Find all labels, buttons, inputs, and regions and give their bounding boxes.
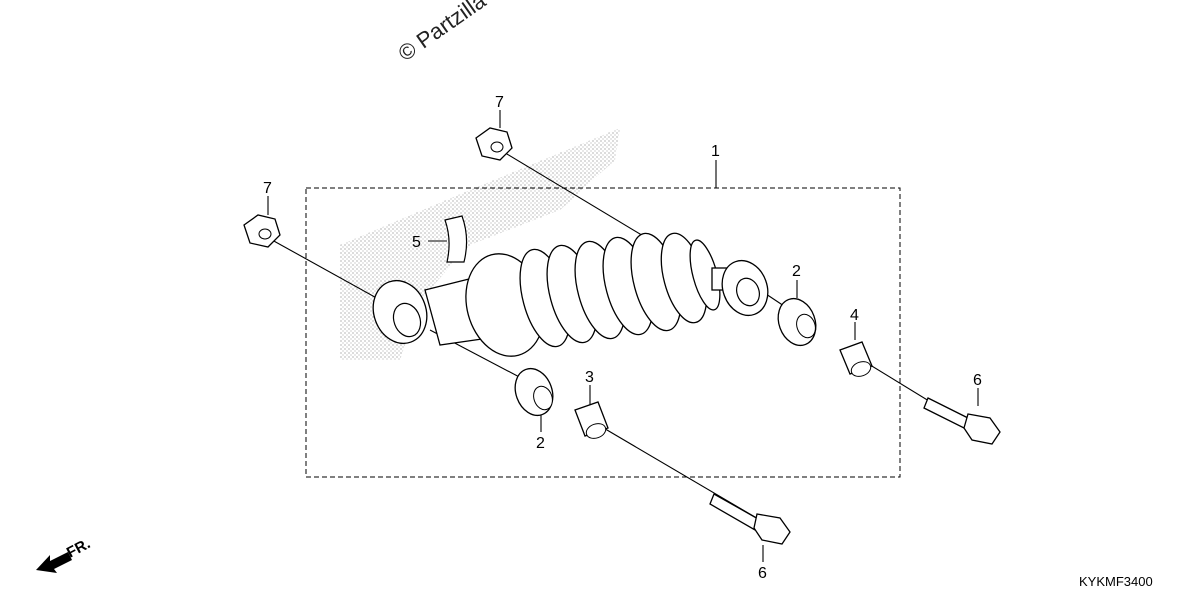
nut-upper — [475, 127, 513, 161]
diagram-code: KYKMF3400 — [1079, 574, 1153, 589]
callout-7-upper: 7 — [495, 94, 504, 111]
callout-6-lower: 6 — [758, 565, 767, 582]
callout-1: 1 — [711, 143, 720, 160]
callout-2-lower: 2 — [536, 435, 545, 452]
callout-4: 4 — [850, 307, 859, 324]
bushing-upper — [777, 297, 817, 347]
callout-3: 3 — [585, 369, 594, 386]
callout-6-upper: 6 — [973, 372, 982, 389]
shock-absorber — [372, 232, 769, 357]
assembly-box — [305, 187, 901, 478]
collar-lower — [574, 401, 609, 439]
nut-lower — [243, 214, 281, 248]
watermark-text: © Partzilla — [394, 0, 491, 66]
label-sticker — [444, 215, 468, 263]
bushing-lower — [514, 367, 554, 417]
callout-5: 5 — [412, 234, 421, 251]
callout-2-upper: 2 — [792, 263, 801, 280]
front-direction-arrow: FR. — [36, 535, 93, 573]
callout-7-lower: 7 — [263, 180, 272, 197]
bolt-lower — [709, 493, 791, 545]
collar-upper — [839, 341, 873, 377]
bolt-upper — [923, 397, 1001, 445]
